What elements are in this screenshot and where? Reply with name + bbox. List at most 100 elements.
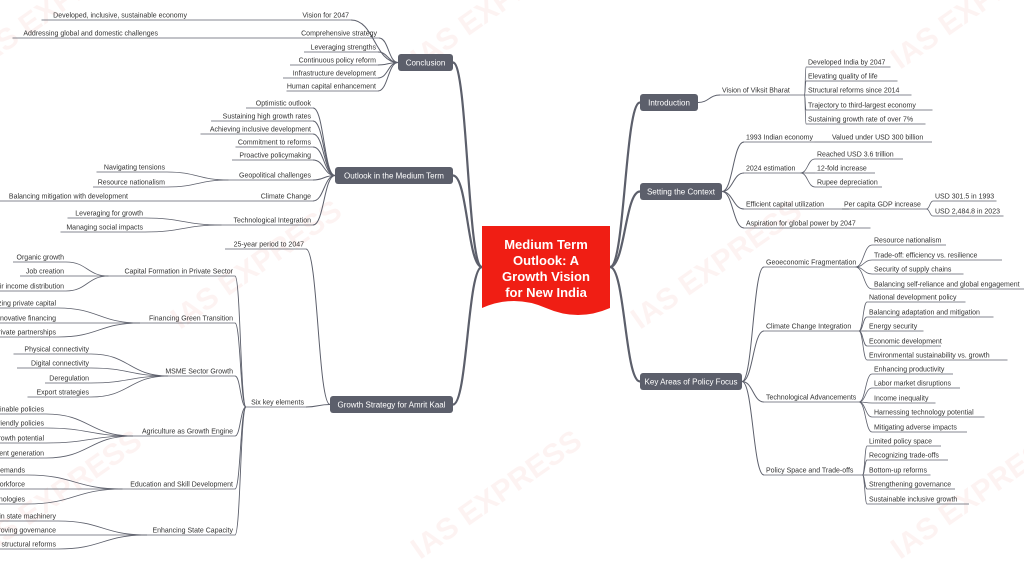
node-physical-connectivity[interactable]: Physical connectivity — [13, 347, 92, 355]
node-usd-301-5-in-1993[interactable]: USD 301.5 in 1993 — [933, 194, 997, 202]
node-enhancing-productivity[interactable]: Enhancing productivity — [872, 367, 953, 375]
node-policy-space-and-trade-offs[interactable]: Policy Space and Trade-offs — [764, 468, 863, 476]
node-1993-indian-economy[interactable]: 1993 Indian economy — [744, 135, 815, 143]
node-financing-green-transition[interactable]: Financing Green Transition — [140, 316, 235, 324]
node-enhancing-state-capacity[interactable]: Enhancing State Capacity — [147, 528, 235, 536]
node-rupee-depreciation[interactable]: Rupee depreciation — [815, 180, 882, 188]
node-recognizing-trade-offs[interactable]: Recognizing trade-offs — [867, 453, 948, 461]
node-25-year-period-to-2047[interactable]: 25-year period to 2047 — [225, 242, 306, 250]
node-organic-growth[interactable]: Organic growth — [13, 255, 66, 263]
node-investing-in-state-machinery[interactable]: Investing in state machinery — [0, 514, 58, 522]
node-elevating-quality-of-life[interactable]: Elevating quality of life — [806, 74, 898, 82]
node-sustainable-inclusive-growth[interactable]: Sustainable inclusive growth — [867, 497, 969, 505]
node-national-development-policy[interactable]: National development policy — [867, 295, 966, 303]
node-structural-reforms-since-2014[interactable]: Structural reforms since 2014 — [806, 88, 912, 96]
node-capital-formation-in-private-sector[interactable]: Capital Formation in Private Sector — [108, 269, 236, 277]
node-public-private-partnerships[interactable]: Public-private partnerships — [0, 330, 58, 338]
connector-line — [609, 190, 641, 269]
node-balancing-self-reliance-and-global-engag[interactable]: Balancing self-reliance and global engag… — [872, 282, 1024, 290]
node-digital-connectivity[interactable]: Digital connectivity — [17, 361, 91, 369]
node-vision-of-viksit-bharat[interactable]: Vision of Viksit Bharat — [720, 88, 805, 96]
node-human-capital-enhancement[interactable]: Human capital enhancement — [286, 84, 379, 92]
node-addressing-global-and-domestic-challenge[interactable]: Addressing global and domestic challenge… — [12, 31, 161, 39]
node-vision-for-2047[interactable]: Vision for 2047 — [294, 13, 352, 21]
node-managing-social-impacts[interactable]: Managing social impacts — [60, 225, 146, 233]
node-resource-nationalism[interactable]: Resource nationalism — [93, 180, 167, 188]
node-per-capita-gdp-increase[interactable]: Per capita GDP increase — [842, 202, 927, 210]
node-valued-under-usd-300-billion[interactable]: Valued under USD 300 billion — [830, 135, 932, 143]
branch-conclusion[interactable]: Conclusion — [398, 54, 453, 71]
node-achieving-inclusive-development[interactable]: Achieving inclusive development — [200, 127, 314, 135]
node-navigating-tensions[interactable]: Navigating tensions — [96, 165, 168, 173]
node-innovative-financing[interactable]: Innovative financing — [0, 316, 58, 324]
node-maximizing-growth-potential[interactable]: Maximizing growth potential — [0, 436, 46, 444]
node-improving-governance[interactable]: Improving governance — [0, 528, 58, 536]
node-employment-generation[interactable]: Employment generation — [0, 451, 46, 459]
node-mobilizing-private-capital[interactable]: Mobilizing private capital — [0, 301, 58, 309]
node-implementing-structural-reforms[interactable]: Implementing structural reforms — [0, 542, 58, 550]
node-climate-change-integration[interactable]: Climate Change Integration — [764, 324, 859, 332]
node-education-and-skill-development[interactable]: Education and Skill Development — [122, 482, 236, 490]
branch-key-areas-of-policy-focus[interactable]: Key Areas of Policy Focus — [640, 373, 742, 390]
node-proactive-policymaking[interactable]: Proactive policymaking — [232, 153, 313, 161]
node-trade-off-efficiency-vs-resilience[interactable]: Trade-off: efficiency vs. resilience — [872, 253, 1002, 261]
node-2024-estimation[interactable]: 2024 estimation — [744, 166, 801, 174]
node-bottom-up-reforms[interactable]: Bottom-up reforms — [867, 468, 931, 476]
node-energy-security[interactable]: Energy security — [867, 324, 924, 332]
branch-setting-the-context[interactable]: Setting the Context — [640, 183, 722, 200]
node-income-inequality[interactable]: Income inequality — [872, 396, 936, 404]
node-developed-inclusive-sustainable-economy[interactable]: Developed, inclusive, sustainable econom… — [41, 13, 190, 21]
node-label: Energy security — [869, 324, 918, 331]
node-resource-nationalism[interactable]: Resource nationalism — [872, 238, 946, 246]
node-infrastructure-development[interactable]: Infrastructure development — [283, 71, 378, 79]
node-sustaining-high-growth-rates[interactable]: Sustaining high growth rates — [211, 114, 313, 122]
node-continuous-policy-reform[interactable]: Continuous policy reform — [290, 58, 378, 66]
node-commitment-to-reforms[interactable]: Commitment to reforms — [235, 140, 314, 148]
node-labor-market-disruptions[interactable]: Labor market disruptions — [872, 381, 960, 389]
node-agriculture-as-growth-engine[interactable]: Agriculture as Growth Engine — [133, 429, 235, 437]
node-trajectory-to-third-largest-economy[interactable]: Trajectory to third-largest economy — [806, 103, 933, 111]
node-skilled-workforce[interactable]: Skilled workforce — [0, 482, 27, 490]
node-aligning-with-market-demands[interactable]: Aligning with market demands — [0, 468, 27, 476]
node-technological-advancements[interactable]: Technological Advancements — [764, 395, 859, 403]
node-efficient-capital-utilization[interactable]: Efficient capital utilization — [744, 202, 850, 210]
node-leveraging-for-growth[interactable]: Leveraging for growth — [67, 211, 146, 219]
node-strengthening-governance[interactable]: Strengthening governance — [867, 482, 955, 490]
connector-line — [858, 330, 868, 361]
node-leveraging-strengths[interactable]: Leveraging strengths — [304, 45, 378, 53]
node-economic-development[interactable]: Economic development — [867, 339, 942, 347]
node-comprehensive-strategy[interactable]: Comprehensive strategy — [298, 31, 379, 39]
node-six-key-elements[interactable]: Six key elements — [246, 400, 306, 408]
node-security-of-supply-chains[interactable]: Security of supply chains — [872, 267, 964, 275]
node-fair-income-distribution[interactable]: Fair income distribution — [0, 284, 66, 292]
node-msme-sector-growth[interactable]: MSME Sector Growth — [165, 369, 235, 377]
branch-growth-strategy-for-amrit-kaal[interactable]: Growth Strategy for Amrit Kaal — [330, 396, 453, 413]
node-label: Improving governance — [0, 528, 56, 535]
node-limited-policy-space[interactable]: Limited policy space — [867, 439, 941, 447]
node-farmer-friendly-policies[interactable]: Farmer-friendly policies — [0, 421, 46, 429]
node-12-fold-increase[interactable]: 12-fold increase — [815, 166, 875, 174]
branch-outlook-in-the-medium-term[interactable]: Outlook in the Medium Term — [335, 167, 453, 184]
node-mitigating-adverse-impacts[interactable]: Mitigating adverse impacts — [872, 425, 967, 433]
node-balancing-mitigation-with-development[interactable]: Balancing mitigation with development — [0, 194, 130, 202]
branch-introduction[interactable]: Introduction — [640, 94, 698, 111]
node-harnessing-technology-potential[interactable]: Harnessing technology potential — [872, 410, 985, 418]
node-technological-integration[interactable]: Technological Integration — [221, 218, 314, 226]
node-usd-2-484-8-in-2023[interactable]: USD 2,484.8 in 2023 — [933, 209, 1004, 217]
node-climate-change[interactable]: Climate Change — [260, 194, 313, 202]
node-developed-india-by-2047[interactable]: Developed India by 2047 — [806, 60, 891, 68]
node-deregulation[interactable]: Deregulation — [45, 376, 91, 384]
node-optimistic-outlook[interactable]: Optimistic outlook — [246, 101, 313, 109]
node-job-creation[interactable]: Job creation — [20, 269, 66, 277]
node-export-strategies[interactable]: Export strategies — [27, 390, 92, 398]
node-sustaining-growth-rate-of-over-7[interactable]: Sustaining growth rate of over 7% — [806, 117, 926, 125]
node-reached-usd-3-6-trillion[interactable]: Reached USD 3.6 trillion — [815, 152, 903, 160]
node-environmental-sustainability-vs-growth[interactable]: Environmental sustainability vs. growth — [867, 353, 1008, 361]
node-geoeconomic-fragmentation[interactable]: Geoeconomic Fragmentation — [764, 260, 856, 268]
node-sustainable-policies[interactable]: Sustainable policies — [0, 407, 46, 415]
node-leveraging-emerging-technologies[interactable]: Leveraging emerging technologies — [0, 497, 27, 505]
node-balancing-adaptation-and-mitigation[interactable]: Balancing adaptation and mitigation — [867, 310, 994, 318]
node-geopolitical-challenges[interactable]: Geopolitical challenges — [228, 173, 314, 181]
node-aspiration-for-global-power-by-2047[interactable]: Aspiration for global power by 2047 — [744, 221, 871, 229]
